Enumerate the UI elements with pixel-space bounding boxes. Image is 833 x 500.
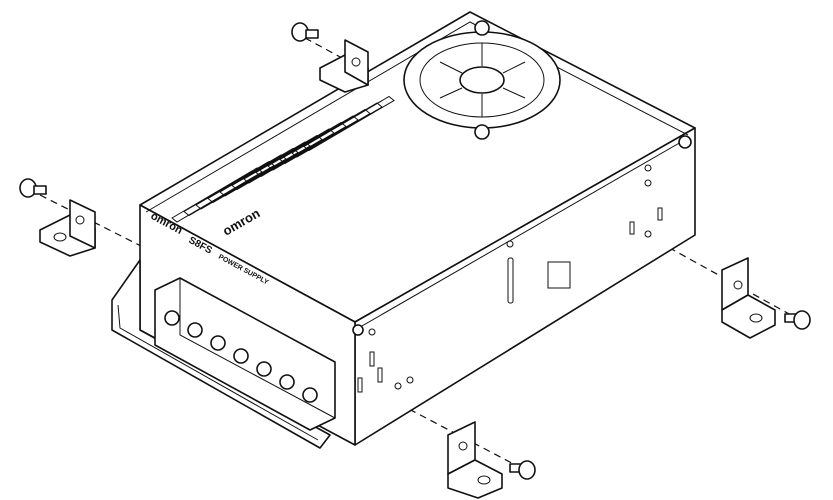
side-holes (352, 135, 692, 393)
bracket-top (319, 39, 369, 93)
screw-bottom (509, 460, 536, 480)
screw-right (784, 310, 811, 330)
bracket-left (39, 199, 96, 257)
power-supply-housing: omron S8FS POWER SUPPLY omron (111, 11, 696, 449)
screw-top (291, 22, 319, 42)
bracket-right (721, 257, 776, 339)
vent-slot (303, 95, 395, 152)
vent-slots (171, 95, 395, 223)
fan-grille (403, 20, 561, 140)
screw-left (19, 178, 47, 198)
bracket-bottom (447, 421, 503, 499)
terminal-screws (164, 310, 318, 403)
